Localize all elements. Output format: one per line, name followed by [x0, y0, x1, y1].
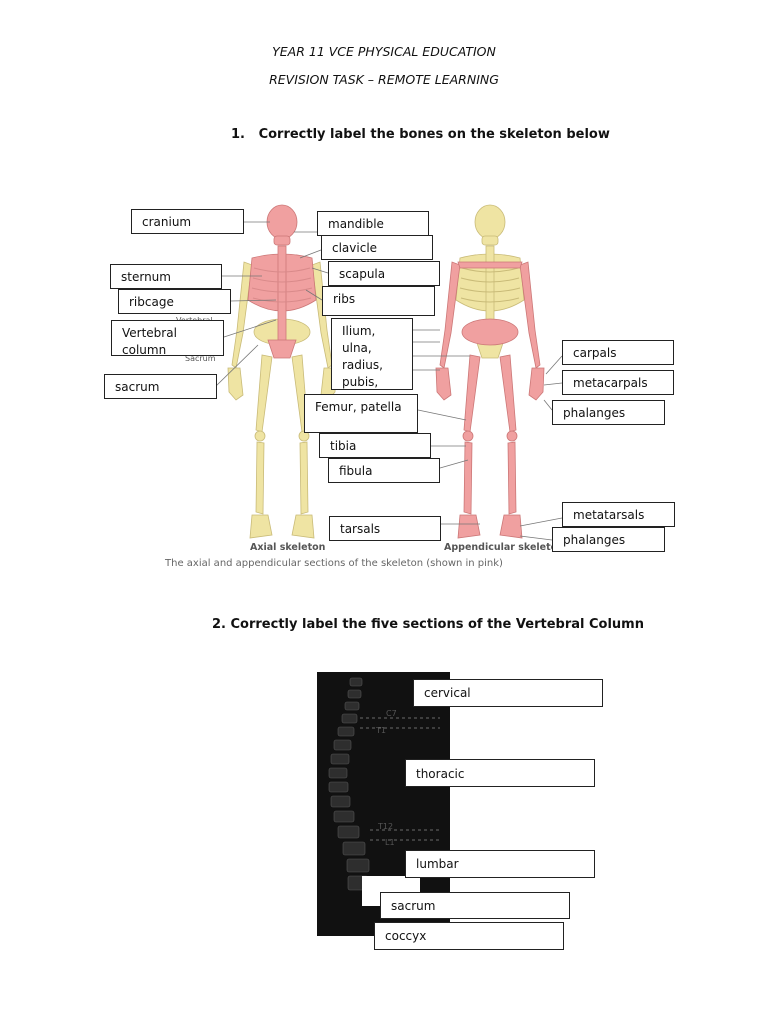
doc-subtitle: REVISION TASK – REMOTE LEARNING	[269, 72, 499, 87]
question-2-text: 2. Correctly label the five sections of …	[212, 617, 644, 632]
label-sternum[interactable]: sternum	[110, 264, 222, 289]
appendicular-skeleton	[435, 204, 545, 539]
doc-title: YEAR 11 VCE PHYSICAL EDUCATION	[272, 44, 496, 59]
axial-caption: Axial skeleton	[250, 542, 326, 553]
label-metatarsals[interactable]: metatarsals	[562, 502, 675, 527]
label-mandible[interactable]: mandible	[317, 211, 429, 236]
question-1-number: 1.	[231, 127, 245, 142]
label-carpals[interactable]: carpals	[562, 340, 674, 365]
label-lumbar[interactable]: lumbar	[405, 850, 595, 878]
t12-faint-label: T12	[377, 822, 393, 831]
label-clavicle[interactable]: clavicle	[321, 235, 433, 260]
label-cranium[interactable]: cranium	[131, 209, 244, 234]
label-scapula[interactable]: scapula	[328, 261, 440, 286]
label-ribs[interactable]: ribs	[322, 286, 435, 316]
label-phalanges-hand[interactable]: phalanges	[552, 400, 665, 425]
figure-caption: The axial and appendicular sections of t…	[165, 558, 503, 569]
label-tarsals[interactable]: tarsals	[329, 516, 441, 541]
label-vertebral-column[interactable]: Vertebral column	[111, 320, 224, 356]
t1-faint-label: T1	[375, 726, 386, 735]
label-ribcage[interactable]: ribcage	[118, 289, 231, 314]
label-fibula[interactable]: fibula	[328, 458, 440, 483]
sacrum-faint-label: Sacrum	[185, 354, 216, 363]
leader-lines	[215, 221, 563, 541]
label-sacrum[interactable]: sacrum	[104, 374, 217, 399]
label-phalanges-foot[interactable]: phalanges	[552, 527, 665, 552]
question-1: 1. Correctly label the bones on the skel…	[231, 127, 610, 142]
label-ilium-group[interactable]: Ilium, ulna, radius, pubis,	[331, 318, 413, 390]
c7-faint-label: C7	[386, 709, 397, 718]
label-sacrum-section[interactable]: sacrum	[380, 892, 570, 919]
label-coccyx[interactable]: coccyx	[374, 922, 564, 950]
label-cervical[interactable]: cervical	[413, 679, 603, 707]
label-femur-patella[interactable]: Femur, patella	[304, 394, 418, 433]
appendicular-caption: Appendicular skeleton	[444, 542, 564, 553]
axial-skeleton: Vertebral Sacrum	[176, 204, 337, 539]
label-thoracic[interactable]: thoracic	[405, 759, 595, 787]
label-tibia[interactable]: tibia	[319, 433, 431, 458]
section-dividers	[360, 717, 440, 841]
l1-faint-label: L1	[385, 838, 395, 847]
label-metacarpals[interactable]: metacarpals	[562, 370, 674, 395]
question-1-text: Correctly label the bones on the skeleto…	[258, 127, 610, 142]
